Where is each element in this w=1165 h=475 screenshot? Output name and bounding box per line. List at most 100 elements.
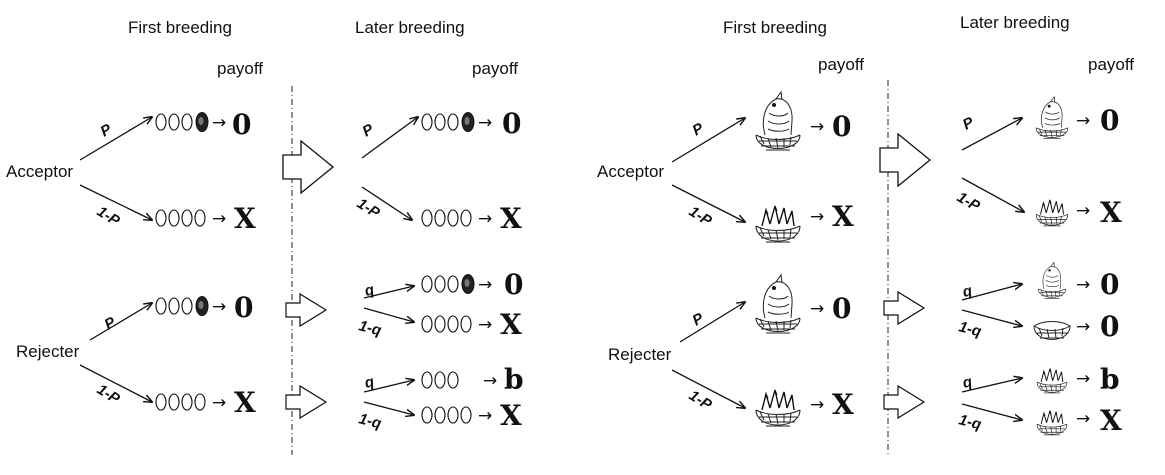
right-acc-branch-1mp [671,184,745,222]
left-rej-later-3-branch-q [363,380,414,393]
right-rej-later-1-prob-1mq: 1-q [957,318,983,340]
right-acc-later-bottom-payoff: X [1100,196,1122,229]
right-rej-later-3-prob-q: q [961,373,974,392]
left-rej-later-3-clutch-three [421,371,459,389]
left-acc-first-clutch-parasitized [155,112,209,132]
left-role-acceptor: Acceptor [6,162,73,181]
left-acc-later-prob-p: P [360,120,378,140]
right-rej-later-3-arrow: → [1076,369,1090,389]
left-rej-first-bottom-arrow: → [212,393,226,413]
right-rej-first-bottom-payoff: X [832,388,854,421]
right-panel: First breeding Later breeding payoff pay… [597,13,1134,455]
right-rej-later-3-host-nest [1036,368,1068,394]
right-rej-later-1-payoff: 0 [1100,268,1119,301]
left-acc-later-top-arrow: → [478,113,492,133]
left-rej-first-top-arrow: → [212,297,226,317]
right-rej-later-3-branch-q [961,378,1022,393]
left-rej-first-top-payoff: 0 [234,291,253,324]
left-rej-later-3-prob-1mq: 1-q [357,410,383,432]
right-role-rejecter: Rejecter [608,345,672,364]
right-rej-later-4-payoff: X [1100,404,1122,437]
right-acc-first-bottom-arrow: → [810,207,824,227]
left-rej-later-4-clutch-clean [421,406,472,424]
right-rej-branch-1mp [671,369,745,408]
left-acc-first-clutch-clean [155,209,206,227]
left-rej-branch-p [89,303,152,341]
right-rej-bottom-transition-arrow [883,385,925,419]
right-acc-later-prob-1mp: 1-P [954,189,984,216]
right-role-acceptor: Acceptor [597,162,664,181]
right-acc-first-cuckoo-nest [755,91,801,151]
left-rej-later-3-prob-q: q [363,373,376,392]
right-rej-later-3-branch-1mq [961,403,1022,420]
left-rej-later-3-payoff: b [504,363,524,396]
right-acc-first-top-payoff: 0 [832,110,851,143]
right-rej-later-1-prob-q: q [961,282,974,301]
left-acc-later-bottom-arrow: → [478,209,492,229]
left-rej-first-bottom-payoff: X [234,386,256,419]
right-rej-later-3-prob-1mq: 1-q [957,411,983,433]
left-acc-first-bottom-arrow: → [212,209,226,229]
left-acc-branch-1mp [79,184,152,220]
left-acc-transition-arrow [282,140,334,194]
right-acc-branch-p [671,118,745,163]
right-rej-later-2-arrow: → [1076,317,1090,337]
right-rej-later-4-arrow: → [1076,409,1090,429]
left-acc-later-branch-1mp [361,186,412,220]
right-acc-later-top-arrow: → [1076,111,1090,131]
right-acc-first-top-arrow: → [810,117,824,137]
right-acc-first-host-nest [755,205,801,243]
left-rej-later-2-payoff: X [500,308,522,341]
left-rej-later-2-arrow: → [478,315,492,335]
left-acc-prob-1mp: 1-P [94,203,124,230]
left-rej-later-1-arrow: → [478,275,492,295]
left-acc-later-top-payoff: 0 [502,107,521,140]
right-rej-first-top-payoff: 0 [832,292,851,325]
right-acc-later-top-payoff: 0 [1100,104,1119,137]
right-rej-later-1-arrow: → [1076,275,1090,295]
left-acc-first-top-payoff: 0 [232,108,251,141]
left-role-rejecter: Rejecter [16,342,80,361]
left-rej-later-1-prob-q: q [363,281,376,300]
right-rej-later-4-host-nest [1036,410,1068,436]
left-panel: First breeding Later breeding payoff pay… [6,18,524,455]
right-rej-later-2-empty-nest [1033,321,1071,340]
left-rej-later-2-clutch-clean [421,315,472,333]
left-rej-later-1-payoff: 0 [504,268,523,301]
right-acc-later-host-nest [1035,199,1069,227]
right-acc-later-cuckoo-nest [1035,96,1069,139]
right-acc-first-bottom-payoff: X [832,200,854,233]
left-rej-branch-1mp [79,364,152,402]
right-payoff-later-label: payoff [1088,55,1134,74]
left-rej-first-clutch-parasitized [155,296,209,316]
right-rej-later-1-branch-q [961,284,1022,301]
right-rej-first-cuckoo-nest [755,274,801,334]
left-acc-later-clutch-parasitized [421,112,475,132]
left-acc-later-clutch-clean [421,209,472,227]
left-acc-later-branch-p [361,117,418,159]
left-header-first-breeding: First breeding [128,18,232,37]
right-acc-later-branch-p [961,118,1022,151]
left-acc-first-top-arrow: → [212,113,226,133]
right-acc-later-branch-1mp [961,177,1024,212]
right-rej-first-bottom-arrow: → [810,395,824,415]
left-payoff-first-label: payoff [217,59,263,78]
right-acc-prob-p: P [690,119,708,139]
left-rej-later-4-arrow: → [478,406,492,426]
left-acc-later-bottom-payoff: X [500,202,522,235]
right-header-first-breeding: First breeding [723,18,827,37]
left-acc-prob-p: P [98,120,116,140]
right-rej-branch-p [679,302,745,343]
right-acc-later-bottom-arrow: → [1076,201,1090,221]
left-rej-later-1-branch-q [363,286,414,299]
right-header-later-breeding: Later breeding [960,13,1070,32]
left-payoff-later-label: payoff [472,59,518,78]
left-acc-branch-p [79,117,152,161]
left-header-later-breeding: Later breeding [355,18,465,37]
right-acc-prob-1mp: 1-P [686,203,716,230]
left-rej-later-1-branch-1mq [363,307,414,322]
right-rej-top-transition-arrow [883,291,925,325]
right-rej-later-3-payoff: b [1100,363,1120,396]
left-acc-later-prob-1mp: 1-P [354,195,384,222]
